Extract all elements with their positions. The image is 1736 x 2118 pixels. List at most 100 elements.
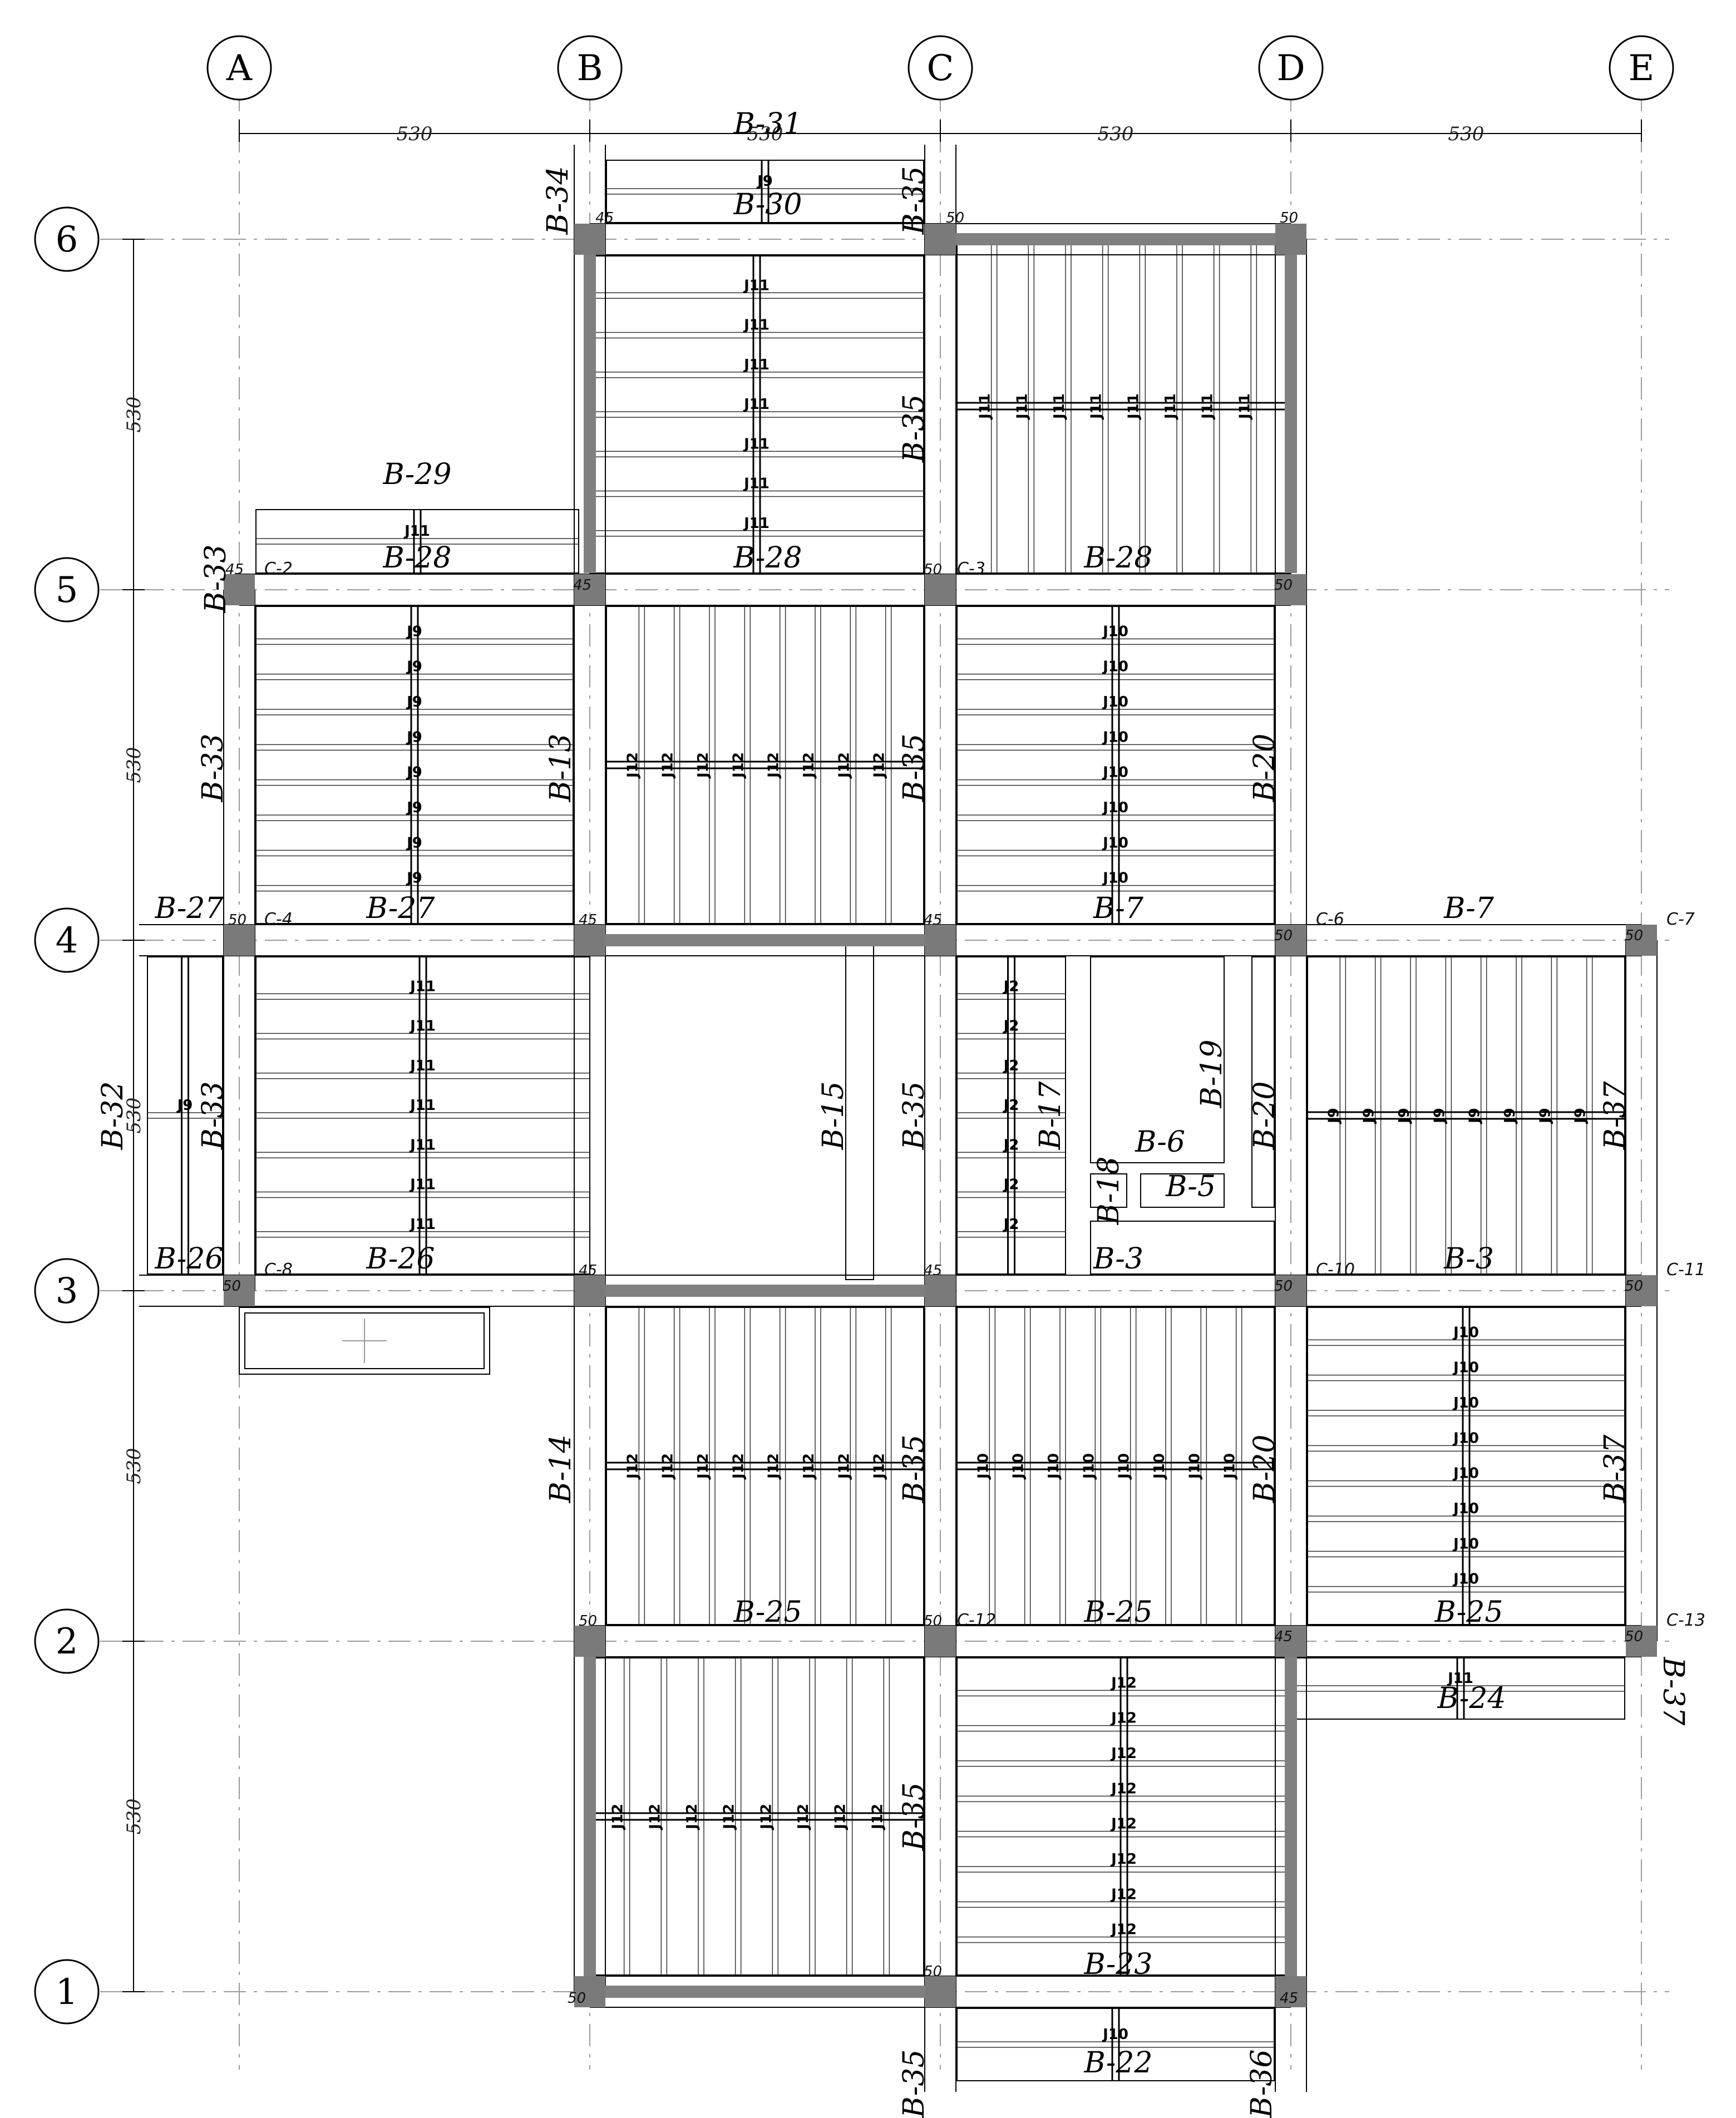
joist-label: J12 bbox=[758, 1804, 775, 1830]
joist-label: J9 bbox=[756, 173, 773, 190]
column-square bbox=[925, 1976, 956, 2007]
joist-label: J9 bbox=[406, 764, 422, 781]
dimension-label-vertical: 530 bbox=[123, 1098, 145, 1134]
slab-panel bbox=[956, 1307, 1275, 1625]
joist-label: J11 bbox=[743, 396, 770, 413]
joist-label: J10 bbox=[1452, 1395, 1479, 1411]
dimension-label-horizontal: 530 bbox=[1098, 123, 1134, 145]
opening-outline bbox=[1140, 1173, 1225, 1208]
beam-label: B-17 bbox=[1034, 1081, 1067, 1151]
joist-label: J10 bbox=[1452, 1536, 1479, 1552]
offset-label: 45 bbox=[1280, 1990, 1298, 2007]
beam-label: B-33 bbox=[199, 545, 233, 614]
joist-label: J11 bbox=[409, 1097, 436, 1114]
joist-label: J11 bbox=[1088, 393, 1105, 420]
joist-label: J10 bbox=[1452, 1324, 1479, 1341]
opening-outline bbox=[244, 1312, 485, 1369]
slab-panel bbox=[1307, 956, 1625, 1275]
column-square bbox=[1626, 1275, 1657, 1306]
joist-label: J12 bbox=[1110, 1922, 1137, 1938]
joist-label: J11 bbox=[743, 436, 770, 452]
beam-label: B-37 bbox=[1656, 1657, 1690, 1726]
joist-label: J9 bbox=[176, 1097, 193, 1114]
joist-label: J10 bbox=[1102, 729, 1128, 746]
offset-label: 50 bbox=[1280, 210, 1298, 226]
beam-label: B-35 bbox=[897, 734, 931, 803]
beam-label: B-20 bbox=[1248, 734, 1281, 803]
joist-label: J10 bbox=[1102, 659, 1128, 675]
joist-label: J12 bbox=[624, 752, 641, 779]
joist-label: J12 bbox=[801, 1453, 817, 1480]
opening-outline bbox=[239, 1307, 490, 1375]
grid-label-column: C bbox=[927, 48, 954, 89]
column-label: C-2 bbox=[264, 559, 293, 579]
offset-label: 50 bbox=[924, 561, 942, 578]
beam-label: B-15 bbox=[817, 1082, 850, 1151]
column-label: C-6 bbox=[1316, 910, 1344, 929]
column-square bbox=[574, 1626, 605, 1657]
joist-label: J10 bbox=[1081, 1453, 1097, 1480]
joist-label: J10 bbox=[1102, 870, 1128, 887]
offset-label: 50 bbox=[1625, 1628, 1643, 1645]
joist-label: J10 bbox=[1045, 1453, 1062, 1480]
opening-outline bbox=[1090, 1173, 1127, 1208]
beam-label: B-35 bbox=[897, 2050, 931, 2118]
columns bbox=[224, 224, 1657, 2007]
joist-label: J11 bbox=[743, 317, 770, 334]
offset-label: 45 bbox=[579, 1262, 597, 1279]
offset-label: 50 bbox=[228, 912, 246, 929]
beam-label: B-35 bbox=[897, 1783, 931, 1852]
beam-label: B-35 bbox=[897, 166, 931, 235]
beam-label: B-34 bbox=[541, 166, 575, 235]
joist-label: J10 bbox=[1452, 1571, 1479, 1588]
dimension-label-vertical: 530 bbox=[123, 1799, 145, 1835]
column-square bbox=[925, 925, 956, 956]
column-square bbox=[224, 574, 255, 605]
beam-label: B-28 bbox=[383, 541, 452, 575]
joist-label: J2 bbox=[1003, 978, 1019, 995]
grid-label-column: D bbox=[1276, 48, 1305, 89]
column-label: C-11 bbox=[1666, 1260, 1705, 1280]
beam-label: B-36 bbox=[1245, 2050, 1279, 2118]
joist-label: J12 bbox=[1110, 1710, 1137, 1727]
beam-label: B-22 bbox=[1084, 2046, 1153, 2080]
joist-label: J10 bbox=[1186, 1453, 1203, 1480]
joist-label: J12 bbox=[1110, 1886, 1137, 1903]
joist-label: J9 bbox=[406, 623, 422, 640]
grid-bubble-column bbox=[557, 35, 623, 101]
column-square bbox=[574, 1976, 605, 2007]
joist-label: J12 bbox=[801, 752, 817, 779]
beam-label: B-14 bbox=[544, 1435, 578, 1504]
joist-label: J10 bbox=[1102, 623, 1128, 640]
beam-label: B-35 bbox=[897, 1435, 931, 1504]
joist-label: J10 bbox=[1222, 1453, 1239, 1480]
joist-label: J11 bbox=[1236, 393, 1253, 420]
column-square bbox=[925, 224, 956, 255]
beam-label: B-30 bbox=[733, 188, 802, 221]
joist-label: J9 bbox=[406, 729, 422, 746]
joist-label: J12 bbox=[660, 752, 677, 779]
joist-label: J11 bbox=[1014, 393, 1030, 420]
joist-label: J2 bbox=[1003, 1018, 1019, 1035]
joist-label: J12 bbox=[871, 1453, 888, 1480]
column-square bbox=[574, 1275, 605, 1306]
joist-label: J10 bbox=[1116, 1453, 1133, 1480]
joist-label: J12 bbox=[1110, 1780, 1137, 1797]
joist-label: J9 bbox=[1396, 1108, 1413, 1124]
column-label: C-7 bbox=[1666, 910, 1695, 929]
dimension-label-horizontal: 530 bbox=[747, 123, 783, 145]
joist-label: J12 bbox=[836, 1453, 852, 1480]
grid-label-row: 1 bbox=[56, 1972, 78, 2013]
grid-bubble-row bbox=[34, 206, 100, 272]
joist-label: J11 bbox=[977, 393, 994, 420]
column-square bbox=[224, 1275, 255, 1306]
joist-label: J9 bbox=[406, 659, 422, 675]
joist-label: J9 bbox=[1325, 1108, 1342, 1124]
beam-label: B-3 bbox=[1443, 1242, 1494, 1276]
beam-label: B-24 bbox=[1437, 1682, 1506, 1715]
joist-label: J11 bbox=[409, 1137, 436, 1153]
grid-label-row: 6 bbox=[56, 219, 78, 260]
offset-label: 45 bbox=[579, 912, 597, 929]
joist-label: J10 bbox=[1151, 1453, 1168, 1480]
offset-label: 50 bbox=[1625, 927, 1643, 944]
